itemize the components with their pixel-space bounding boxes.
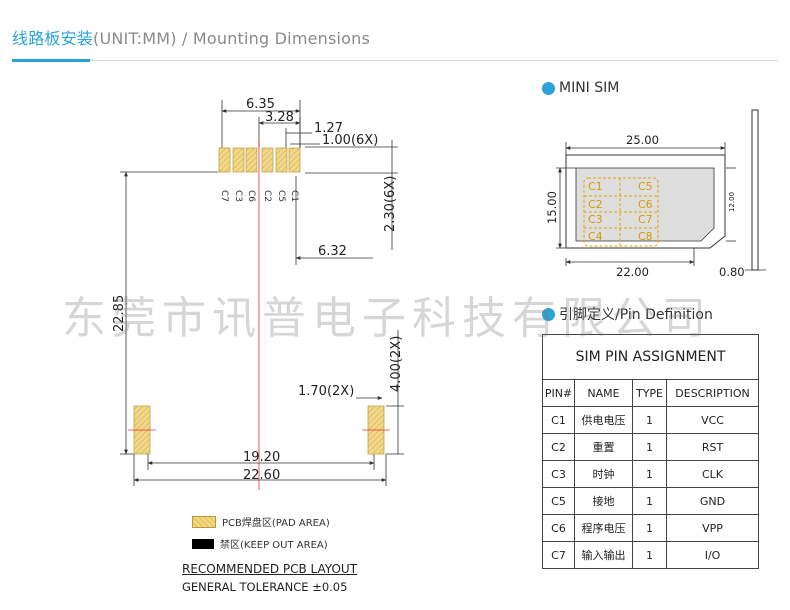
pin-assignment-table: SIM PIN ASSIGNMENT PIN# NAME TYPE DESCRI…: [541, 334, 760, 569]
table-cell: VCC: [665, 406, 760, 434]
pad-c6: [245, 147, 258, 173]
pad-label: C3: [233, 190, 243, 202]
table-cell: C7: [542, 541, 575, 569]
table-cell: RST: [665, 433, 760, 461]
dim-22-85: 22.85: [112, 295, 127, 332]
sim-side-profile: [751, 109, 759, 271]
dim-22-60: 22.60: [243, 468, 280, 483]
sim-dim-22: 22.00: [616, 265, 649, 279]
bullet-dot-icon: [542, 307, 555, 321]
title-en: (UNIT:MM) / Mounting Dimensions: [93, 29, 371, 48]
mini-sim-drawing: C1 C5 C2 C6 C3 C7 C4 C8 25.00 22.00 15.0…: [545, 109, 766, 279]
page-title: 线路板安装(UNIT:MM) / Mounting Dimensions: [12, 25, 370, 49]
table-row: C1 供电电压 1 VCC: [542, 406, 760, 434]
sim-contact-c7: C7: [638, 213, 653, 226]
table-cell: GND: [665, 487, 760, 515]
sim-contact-c6: C6: [638, 198, 653, 211]
table-cell: 1: [632, 460, 667, 488]
table-cell: 时钟: [574, 460, 633, 488]
sim-contact-c1: C1: [588, 180, 603, 193]
table-cell: 1: [632, 433, 667, 461]
legend-pad-area: PCB焊盘区(PAD AREA): [192, 514, 330, 529]
dim-19-20: 19.20: [243, 450, 280, 465]
table-cell: 1: [632, 487, 667, 515]
sim-contacts: [583, 177, 659, 247]
dim-1-70: 1.70(2X): [298, 384, 354, 399]
sim-dim-12: 12.00: [728, 192, 736, 212]
pad-c5: [275, 147, 288, 173]
pin-def-heading-label: 引脚定义/Pin Definition: [559, 307, 713, 323]
pad-label: C7: [219, 190, 229, 202]
table-cell: C2: [542, 433, 575, 461]
pad-label: C5: [276, 190, 286, 202]
tolerance-note: GENERAL TOLERANCE ±0.05: [182, 580, 348, 594]
sim-contact-c3: C3: [588, 213, 603, 226]
sim-contact-c2: C2: [588, 198, 603, 211]
dim-6-32: 6.32: [318, 244, 347, 259]
dim-6-35: 6.35: [246, 97, 275, 112]
table-cell: 1: [632, 406, 667, 434]
pin-def-heading: 引脚定义/Pin Definition: [542, 304, 713, 324]
title-cn: 线路板安装: [12, 29, 94, 48]
sim-dim-0-80: 0.80: [719, 265, 745, 279]
legend-pad-label: PCB焊盘区(PAD AREA): [222, 518, 330, 529]
bullet-dot-icon: [542, 81, 555, 95]
table-cell: 输入输出: [574, 541, 633, 569]
sim-dim-15: 15.00: [545, 191, 559, 224]
table-header-row: PIN# NAME TYPE DESCRIPTION: [542, 379, 760, 407]
table-row: C7 输入输出 1 I/O: [542, 541, 760, 569]
pad-c2: [261, 147, 274, 173]
table-row: C2 重置 1 RST: [542, 433, 760, 461]
sim-contact-c4: C4: [588, 230, 603, 243]
table-row: C3 时钟 1 CLK: [542, 460, 760, 488]
pcb-layout-drawing: C7 C3 C6 C2 C5 C1 6.35 3.28 1.27 1.00(6X…: [112, 97, 404, 490]
sim-dim-25: 25.00: [626, 133, 659, 147]
table-cell: I/O: [665, 541, 760, 569]
dim-2-30: 2.30(6X): [383, 176, 398, 232]
pad-label: C1: [289, 190, 299, 202]
table-cell: 1: [632, 541, 667, 569]
pad-label: C6: [246, 190, 256, 202]
pad-c3: [232, 147, 245, 173]
column-header: NAME: [574, 379, 633, 407]
table-cell: C6: [542, 514, 575, 542]
table-row: C5 接地 1 GND: [542, 487, 760, 515]
table-cell: 重置: [574, 433, 633, 461]
watermark: 东莞市讯普电子科技有限公司: [62, 293, 712, 344]
mini-sim-heading: MINI SIM: [542, 80, 619, 96]
table-row: C6 程序电压 1 VPP: [542, 514, 760, 542]
sim-contact-c8: C8: [638, 230, 653, 243]
sim-card-inner: [575, 167, 715, 242]
layout-title: RECOMMENDED PCB LAYOUT: [182, 562, 358, 576]
top-pads: [218, 147, 301, 173]
table-cell: VPP: [665, 514, 760, 542]
column-header: DESCRIPTION: [665, 379, 760, 407]
mini-sim-heading-label: MINI SIM: [559, 80, 620, 96]
pad-label: C2: [262, 190, 272, 202]
dim-1-27: 1.27: [314, 121, 343, 136]
legend-keep-out-label: 禁区(KEEP OUT AREA): [220, 540, 328, 551]
pad-area-swatch: [192, 515, 216, 528]
header-accent-bar: [12, 59, 90, 62]
dim-3-28: 3.28: [265, 110, 294, 125]
table-cell: C3: [542, 460, 575, 488]
sim-contact-c5: C5: [638, 180, 653, 193]
column-header: PIN#: [542, 379, 575, 407]
table-cell: 接地: [574, 487, 633, 515]
table-cell: 程序电压: [574, 514, 633, 542]
table-cell: C5: [542, 487, 575, 515]
legend-keep-out: 禁区(KEEP OUT AREA): [192, 536, 328, 551]
keep-out-swatch: [192, 538, 214, 549]
table-cell: C1: [542, 406, 575, 434]
column-header: TYPE: [632, 379, 667, 407]
table-cell: CLK: [665, 460, 760, 488]
table-cell: 1: [632, 514, 667, 542]
pad-c7: [218, 147, 231, 173]
header-divider: [12, 60, 778, 61]
table-cell: 供电电压: [574, 406, 633, 434]
pad-c1: [288, 147, 301, 173]
dim-1-00: 1.00(6X): [322, 133, 378, 148]
table-caption: SIM PIN ASSIGNMENT: [541, 334, 760, 380]
dim-4-00: 4.00(2X): [389, 336, 404, 392]
